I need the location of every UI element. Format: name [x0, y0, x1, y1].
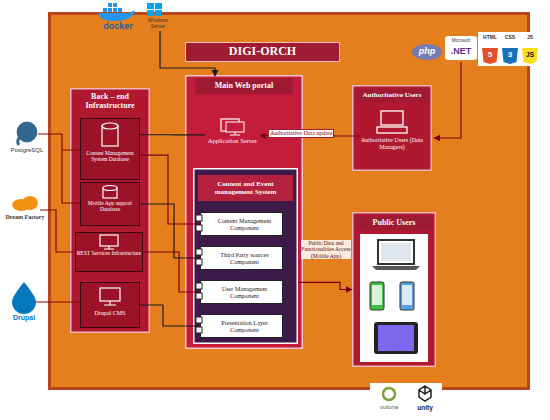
windows-logo — [147, 3, 154, 9]
docker-logo — [108, 8, 112, 12]
logo-label: Dream Factory — [4, 214, 46, 221]
logo-label: unity — [410, 404, 440, 411]
box-label: Third Party sources Component — [208, 246, 281, 270]
vuforia-logo — [383, 388, 395, 400]
server-icon — [226, 122, 244, 132]
user-panel: Authoritative UsersAuthoritative Users (… — [352, 85, 432, 171]
css-shield — [502, 48, 518, 64]
component-tab — [196, 225, 202, 231]
box-label: Application Server — [205, 137, 260, 144]
logo-label: 5 — [482, 50, 498, 59]
laptop-icon — [381, 243, 411, 261]
box-label: User Management Component — [208, 280, 281, 304]
docker-logo — [113, 8, 117, 12]
component-tab — [196, 259, 202, 265]
windows-logo — [155, 3, 162, 9]
phone-icon — [370, 282, 384, 310]
edge-label: Public Data and Functionalities Access (… — [301, 240, 351, 259]
html-shield — [482, 48, 498, 64]
component-tab — [196, 327, 202, 333]
component-box: Content Management Component — [200, 212, 283, 236]
postgresql-logo — [18, 136, 20, 145]
phone-icon — [402, 285, 412, 305]
logo-label: Drupal — [4, 314, 44, 322]
windows-logo — [147, 10, 154, 16]
laptop-icon — [372, 266, 420, 270]
component-box: Third Party sources Component — [200, 246, 283, 270]
logo-label: 3 — [502, 50, 518, 59]
component-tab — [196, 249, 202, 255]
logo-label: PostgreSQL — [2, 147, 52, 154]
system-panel: Content and Event management SystemConte… — [193, 168, 298, 344]
cms-wire — [36, 301, 80, 302]
drupal-logo — [12, 282, 36, 314]
box-label: Authoritative Users (Data Managers) — [360, 137, 424, 151]
phone-icon — [372, 285, 382, 305]
logo-label: docker — [96, 21, 140, 31]
panel-heading: Public Users — [356, 216, 432, 230]
box-label: Presentation Layer Component — [208, 314, 281, 338]
logo-label: Windows Server — [140, 18, 176, 30]
logo-label: Microsoft — [445, 38, 477, 43]
component-box: Presentation Layer Component — [200, 314, 283, 338]
box-label: Drupal CMS — [81, 310, 139, 317]
edge-label: Authoritative Data update — [268, 129, 334, 138]
logo-label: php — [412, 46, 442, 56]
database-icon — [103, 186, 117, 191]
box-label: REST Services Infrastructure — [76, 250, 142, 256]
system-title: DIGI-ORCH — [185, 42, 340, 62]
docker-logo — [103, 8, 107, 12]
system-frame: DIGI-ORCH Back – end InfrastructureConten… — [48, 12, 530, 390]
unity-logo — [419, 386, 431, 401]
component-tab — [196, 293, 202, 299]
docker-logo — [108, 3, 112, 7]
component-tab — [196, 215, 202, 221]
web-logos-back — [478, 32, 546, 66]
logo-label: .NET — [445, 46, 477, 56]
windows-logo — [155, 10, 162, 16]
tool-logos-back — [370, 383, 442, 419]
service-box: REST Services Infrastructure — [75, 232, 143, 272]
component-tab — [196, 317, 202, 323]
logo-label: HTML — [480, 35, 500, 41]
tablet-icon — [378, 325, 414, 351]
logo-label: vuforia — [372, 404, 406, 411]
user-box: Authoritative Users (Data Managers) — [360, 105, 424, 167]
docker-logo — [113, 3, 117, 7]
database-icon — [102, 123, 118, 129]
box-label: Mobile App support Database — [81, 200, 139, 213]
logo-label: JS — [522, 51, 538, 58]
panel-heading: Content and Event management System — [198, 175, 293, 201]
panel-heading: Back – end Infrastructure — [72, 92, 148, 110]
logo-label: CSS — [500, 35, 520, 41]
docker-logo — [118, 8, 122, 12]
js-shield — [522, 48, 538, 64]
dotnet-logo — [445, 36, 477, 60]
laptop-icon — [378, 240, 414, 264]
panel-heading: Main Web portal — [195, 78, 293, 94]
device-panel — [360, 234, 428, 362]
connector-line — [140, 134, 205, 135]
logo-label: JS — [520, 35, 540, 41]
component-tab — [196, 283, 202, 289]
box-label: Content Management System Database — [81, 150, 139, 163]
phone-icon — [400, 282, 414, 310]
php-logo — [412, 44, 442, 60]
layer-panel: Main Web portalApplication ServerContent… — [185, 75, 303, 349]
tablet-icon — [374, 322, 418, 354]
panel-heading: Authoritative Users — [356, 89, 428, 102]
dreamfactory-logo — [22, 196, 38, 210]
component-box: User Management Component — [200, 280, 283, 304]
box-label: Content Management Component — [208, 212, 281, 236]
